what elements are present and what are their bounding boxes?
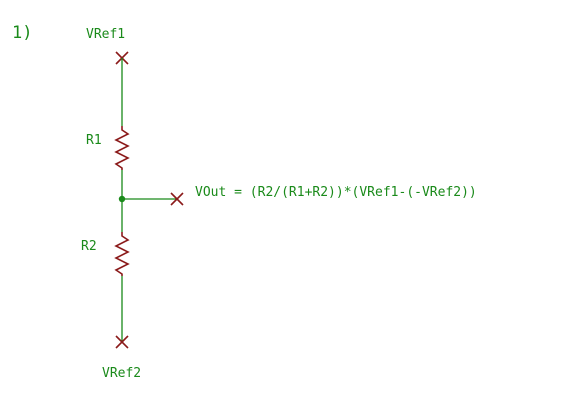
net-label-vref1: VRef1 (86, 27, 125, 42)
resistor-r1-symbol (114, 126, 130, 170)
net-label-vref2: VRef2 (102, 366, 141, 381)
resistor-r1-label: R1 (86, 133, 102, 148)
output-formula-label: VOut = (R2/(R1+R2))*(VRef1-(-VRef2)) (195, 185, 477, 200)
resistor-r2-symbol (114, 232, 130, 276)
resistor-r2-label: R2 (81, 239, 97, 254)
diagram-index-label: 1) (12, 23, 32, 43)
bottom-no-connect-marker (115, 335, 129, 349)
output-no-connect-marker (170, 192, 184, 206)
